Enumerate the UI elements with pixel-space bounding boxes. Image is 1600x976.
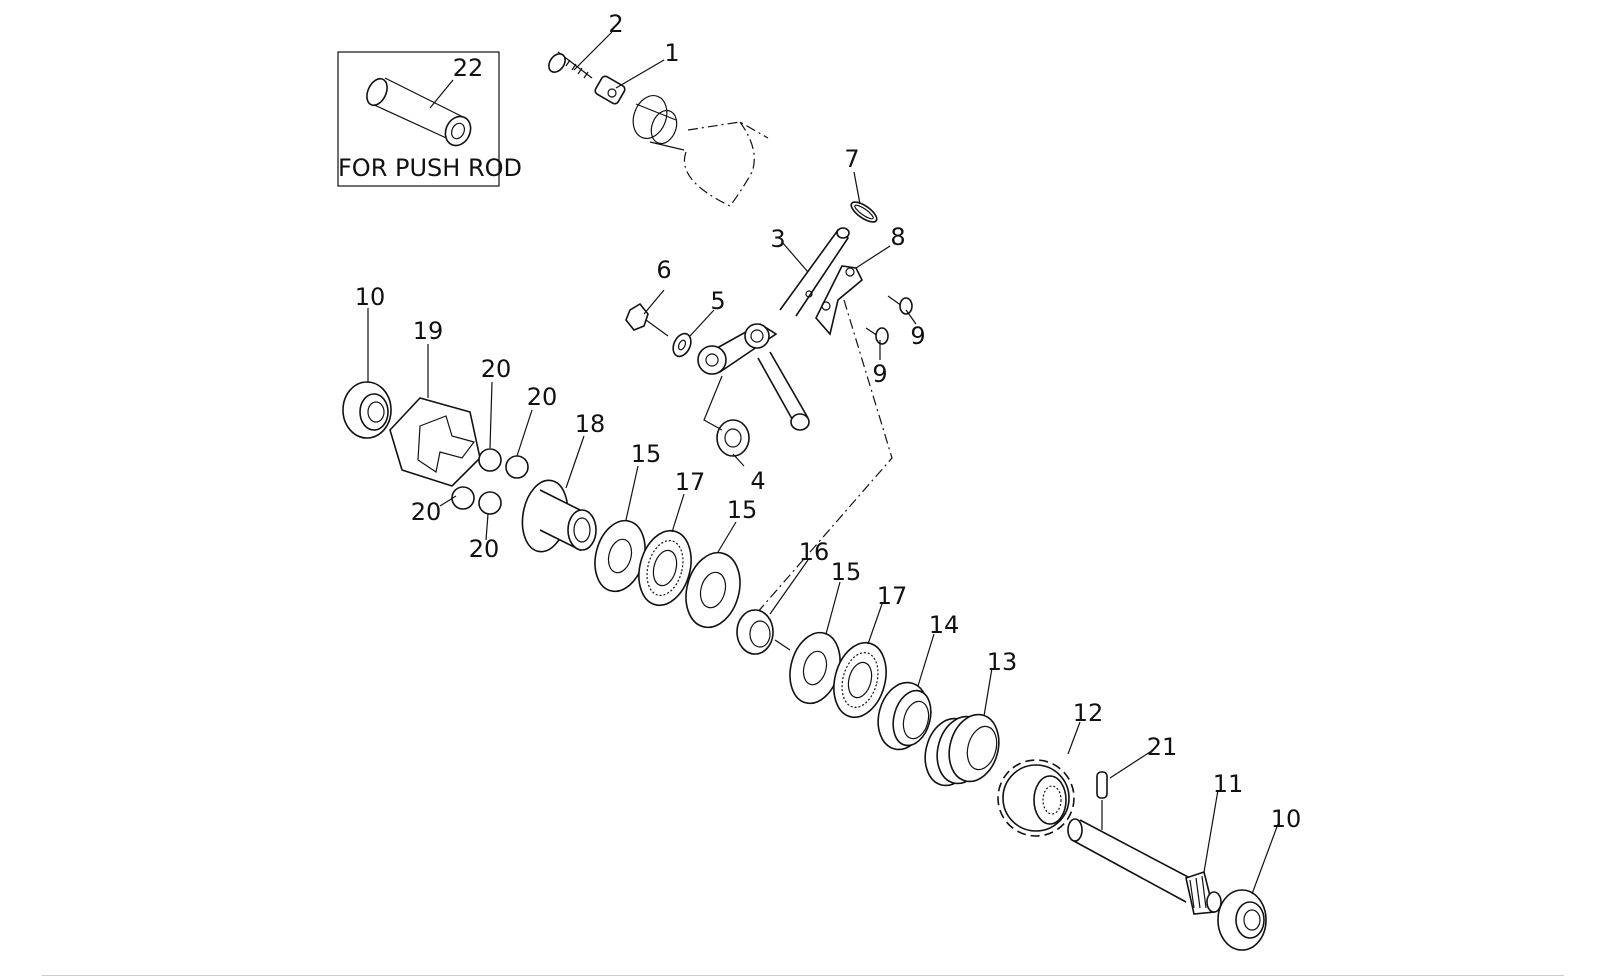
balls-20 [451,448,529,515]
callout-8: 8 [890,223,905,251]
callout-1: 1 [664,39,679,67]
bracket-8 [815,265,863,336]
inset-frame [337,51,500,187]
callout-20-c: 20 [411,498,442,526]
callout-16: 16 [799,538,830,566]
callout-15-a: 15 [631,440,662,468]
spring-13 [924,713,1000,787]
bushing-4 [716,419,750,457]
washer-15-b [685,551,741,629]
ring-7 [850,201,878,223]
push-rod-inset: 22 FOR PUSH ROD [337,51,522,187]
callout-17-a: 17 [675,468,706,496]
flanged-bushing-18 [521,479,597,553]
bearing-10-left [342,381,392,439]
screws-9 [865,295,913,345]
assembly-phantom-line [755,299,893,615]
callout-18: 18 [575,410,606,438]
callout-9-upper: 9 [910,322,925,350]
callout-2: 2 [608,10,623,38]
callout-14: 14 [929,611,960,639]
leader-lines [367,31,1279,895]
callout-19: 19 [413,317,444,345]
washer-5 [672,332,692,358]
callout-20-b: 20 [527,383,558,411]
callout-3: 3 [770,225,785,253]
callout-10-left: 10 [355,283,386,311]
bolt-2 [548,51,593,79]
callout-20-d: 20 [469,535,500,563]
callout-4: 4 [750,467,765,495]
callout-22: 22 [453,54,484,82]
bolt-6 [625,302,669,337]
pin-21 [1096,771,1108,830]
callout-7: 7 [844,145,859,173]
callout-5: 5 [710,287,725,315]
callout-12: 12 [1073,699,1104,727]
callout-9-lower: 9 [872,360,887,388]
shift-lever-3 [697,227,850,431]
inset-caption: FOR PUSH ROD [338,154,522,182]
needle-bearing-17-b [833,641,887,719]
callout-15-b: 15 [727,496,758,524]
bearing-10-right [1217,889,1267,951]
spring-seat-14 [877,681,932,751]
collar-16 [736,609,791,655]
callout-6: 6 [656,256,671,284]
starter-motor-phantom [632,95,769,207]
gear-12 [997,759,1075,837]
star-plate-19 [389,397,481,487]
bushing-22-drawing [366,77,472,147]
callout-11: 11 [1213,770,1244,798]
needle-bearing-17-a [638,529,692,607]
callout-labels: 1 2 3 4 5 6 7 8 9 9 10 19 20 20 20 20 18… [355,10,1302,833]
callout-15-c: 15 [831,558,862,586]
kick-shaft-11 [1067,818,1222,915]
spacer-1 [594,75,626,105]
callout-13: 13 [987,648,1018,676]
callout-17-b: 17 [877,582,908,610]
callout-10-right: 10 [1271,805,1302,833]
callout-20-a: 20 [481,355,512,383]
callout-21: 21 [1147,733,1178,761]
